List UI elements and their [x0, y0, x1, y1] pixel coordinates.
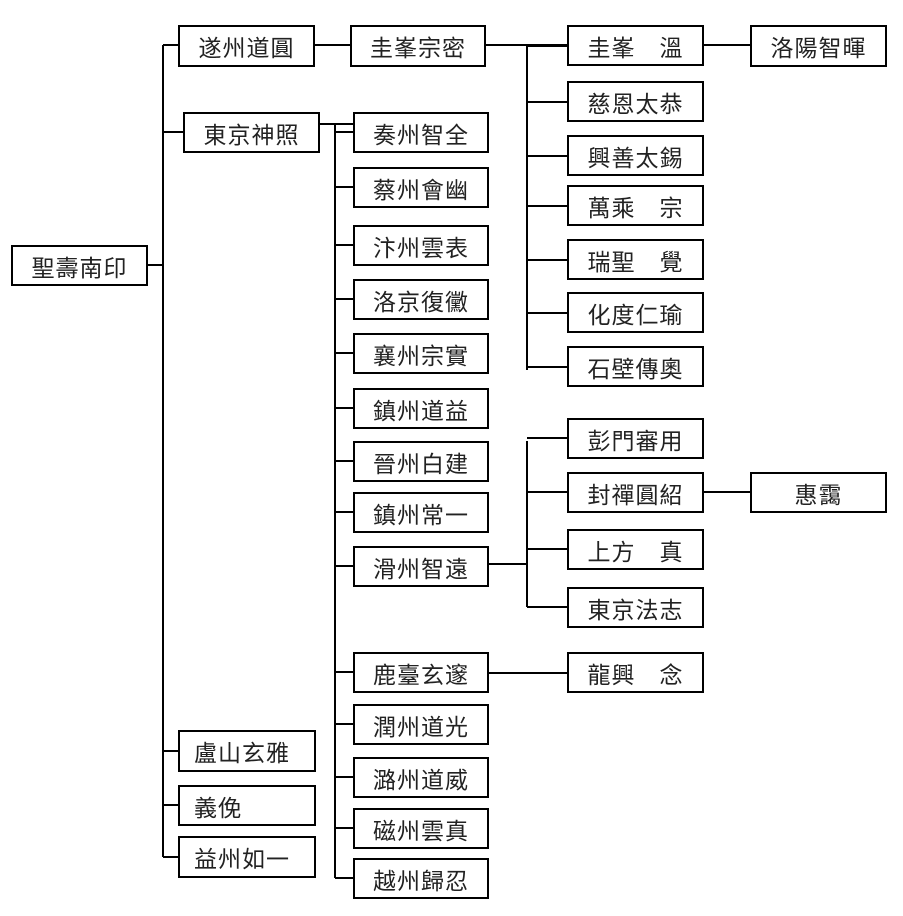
node-shenzhao-child: 鎮州常一	[353, 492, 489, 533]
node-root: 聖壽南印	[11, 245, 148, 286]
node-zongmi-child: 石壁傳奧	[567, 346, 704, 387]
node-shenzhao-child: 潤州道光	[353, 704, 489, 745]
node-suizhou: 遂州道圓	[178, 25, 315, 67]
node-huiai: 惠靄	[750, 472, 887, 513]
node-shenzhao-child: 汴州雲表	[353, 225, 489, 266]
node-shenzhao-child: 洛京復黴	[353, 279, 489, 320]
node-shenzhao-child: 襄州宗實	[353, 333, 489, 374]
node-yizhou: 益州如一	[178, 836, 316, 878]
node-shenzhao-child: 磁州雲真	[353, 808, 489, 849]
node-shenzhao-child: 鹿臺玄邃	[353, 652, 489, 693]
node-shenzhao-child: 晉州白建	[353, 441, 489, 482]
node-luoyang-zhihui: 洛陽智暉	[750, 25, 887, 67]
node-zhiyuan-child: 封禪圓紹	[567, 472, 704, 513]
node-dongjing-shenzhao: 東京神照	[183, 112, 320, 153]
node-shenzhao-child: 鎮州道益	[353, 388, 489, 429]
node-yimian: 義俛	[178, 785, 316, 826]
node-zhiyuan-child: 彭門審用	[567, 418, 704, 459]
node-zongmi-child: 興善太錫	[567, 135, 704, 176]
node-shenzhao-child: 滑州智遠	[353, 546, 489, 587]
node-shenzhao-child: 蔡州會幽	[353, 167, 489, 208]
node-zongmi-child: 瑞聖 覺	[567, 239, 704, 280]
node-longxing-nian: 龍興 念	[567, 652, 704, 693]
node-shenzhao-child: 奏州智全	[353, 112, 489, 153]
node-shenzhao-child: 潞州道威	[353, 757, 489, 798]
node-zongmi-child: 慈恩太恭	[567, 81, 704, 122]
node-zongmi: 圭峯宗密	[350, 25, 486, 67]
node-zongmi-child: 化度仁瑜	[567, 292, 704, 333]
node-zhiyuan-child: 上方 真	[567, 529, 704, 570]
node-zongmi-child: 萬乘 宗	[567, 185, 704, 226]
node-shenzhao-child: 越州歸忍	[353, 858, 489, 899]
node-lushan: 盧山玄雅	[178, 730, 316, 772]
node-zhiyuan-child: 東京法志	[567, 587, 704, 628]
node-zongmi-child: 圭峯 溫	[567, 25, 704, 66]
